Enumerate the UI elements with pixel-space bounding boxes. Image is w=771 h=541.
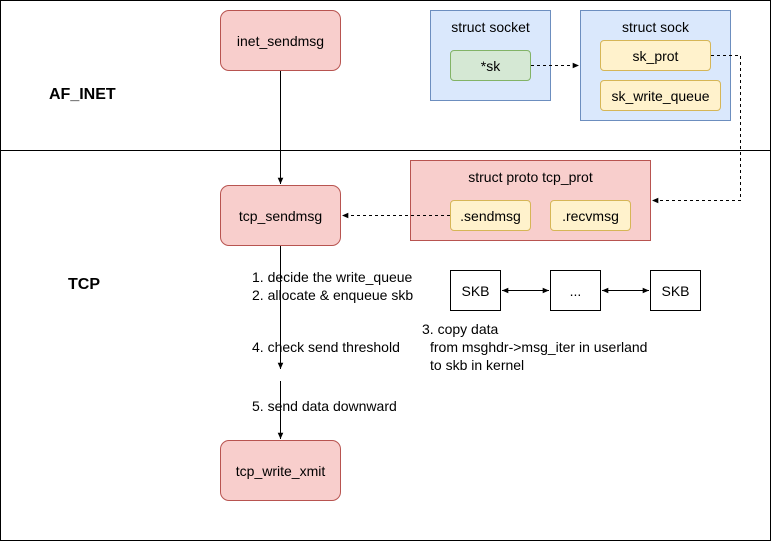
sk-prot-field: sk_prot — [600, 40, 711, 71]
inet-sendmsg-node: inet_sendmsg — [220, 10, 341, 71]
tcp-layer-label: TCP — [68, 276, 100, 293]
struct-socket-title: struct socket — [451, 19, 530, 35]
sk-write-queue-field: sk_write_queue — [600, 80, 721, 111]
step-3-line3-label: to skb in kernel — [430, 357, 525, 373]
sendmsg-field: .sendmsg — [450, 200, 531, 231]
tcp-write-xmit-node: tcp_write_xmit — [220, 440, 341, 501]
skb-middle-box: ... — [550, 270, 601, 311]
tcp-sendmsg-node: tcp_sendmsg — [220, 185, 341, 246]
step-4-label: 4. check send threshold — [252, 339, 400, 355]
step-5-label: 5. send data downward — [252, 398, 397, 414]
struct-sock-title: struct sock — [622, 19, 689, 35]
step-2-label: 2. allocate & enqueue skb — [252, 287, 414, 303]
step-1-label: 1. decide the write_queue — [252, 269, 413, 285]
step-3-line2-label: from msghdr->msg_iter in userland — [430, 339, 648, 355]
struct-proto-title: struct proto tcp_prot — [468, 169, 593, 185]
skb-first-box: SKB — [450, 270, 501, 311]
recvmsg-field: .recvmsg — [550, 200, 631, 231]
skb-last-box: SKB — [650, 270, 701, 311]
sk-pointer-field: *sk — [450, 50, 531, 81]
sk-prot-to-tcp-prot-arrow — [652, 55, 741, 204]
step-3-line1-label: 3. copy data — [422, 321, 499, 337]
af-inet-layer-label: AF_INET — [49, 86, 116, 103]
